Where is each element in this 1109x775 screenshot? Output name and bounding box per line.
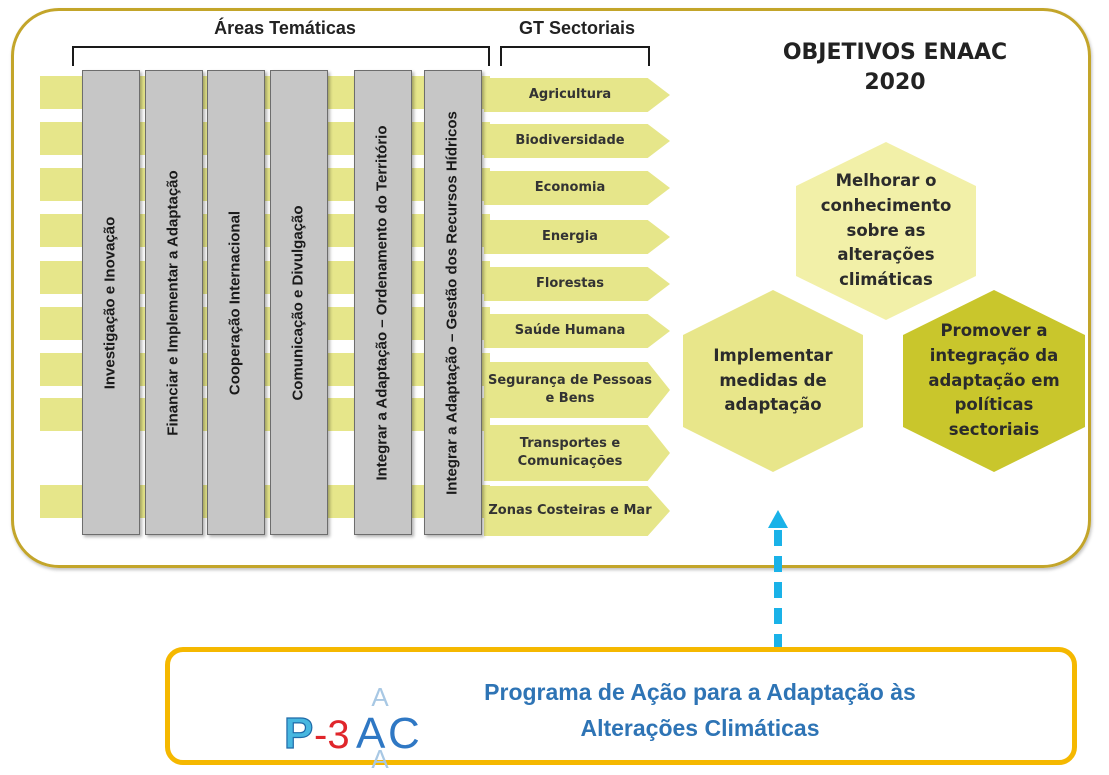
gt-sectorial-label: Zonas Costeiras e Mar (488, 503, 652, 519)
area-tematica-label: Integrar a Adaptação – Gestão dos Recurs… (443, 110, 461, 495)
gt-sectorial-item: Segurança de Pessoas e Bens (484, 362, 670, 418)
gt-sectoriais-header: GT Sectoriais (518, 18, 636, 38)
gt-sectorial-label: Energia (542, 229, 598, 245)
gt-sectorial-item: Florestas (484, 267, 670, 301)
objetivo-hexagon: Promover a integração da adaptação em po… (903, 290, 1085, 472)
area-tematica-label: Integrar a Adaptação – Ordenamento do Te… (373, 124, 391, 481)
gt-sectorial-item: Economia (484, 171, 670, 205)
area-tematica-pillar: Comunicação e Divulgação (270, 70, 328, 535)
svg-text:A: A (371, 744, 389, 770)
enaac-frame (11, 8, 1091, 568)
gt-bracket (500, 46, 650, 66)
dashed-connector (774, 530, 782, 650)
gt-sectorial-label: Agricultura (528, 87, 612, 103)
area-tematica-pillar: Integrar a Adaptação – Gestão dos Recurs… (424, 70, 482, 535)
svg-text:-3: -3 (314, 713, 350, 757)
area-tematica-label: Investigação e Inovação (101, 216, 119, 389)
objetivo-promover: Promover a integração da adaptação em po… (928, 321, 1060, 440)
gt-sectorial-label: Economia (534, 180, 606, 196)
areas-bracket (72, 46, 490, 66)
gt-sectorial-label: Transportes e Comunicações (517, 436, 623, 469)
area-tematica-pillar: Investigação e Inovação (82, 70, 140, 535)
gt-sectorial-label: Saúde Humana (514, 323, 626, 339)
objetivo-hexagon: Melhorar o conhecimento sobre as alteraç… (796, 142, 976, 320)
hexagon-shape (796, 142, 976, 320)
gt-sectorial-item: Energia (484, 220, 670, 254)
area-tematica-pillar: Integrar a Adaptação – Ordenamento do Te… (354, 70, 412, 535)
hexagon-shape (683, 290, 863, 472)
gt-sectorial-item: Agricultura (484, 78, 670, 112)
objetivos-title: OBJETIVOS ENAAC 2020 (782, 40, 1008, 95)
gt-sectorial-label: Florestas (536, 276, 604, 292)
svg-text:A: A (356, 709, 386, 758)
area-tematica-label: Comunicação e Divulgação (289, 204, 307, 401)
objetivo-conhecimento: Melhorar o conhecimento sobre as alteraç… (820, 171, 952, 290)
programa-title: Programa de Ação para a Adaptação às Alt… (484, 679, 916, 741)
p3ac-logo-icon: A A P -3 A C (283, 682, 420, 774)
p3ac-logo: A A P -3 A C (282, 680, 432, 774)
gt-sectorial-item: Saúde Humana (484, 314, 670, 348)
gt-sectorial-label: Biodiversidade (515, 133, 625, 149)
area-tematica-label: Cooperação Internacional (226, 210, 244, 395)
area-tematica-label: Financiar e Implementar a Adaptação (164, 169, 182, 436)
gt-sectorial-item: Biodiversidade (484, 124, 670, 158)
programa-box (165, 647, 1077, 765)
svg-text:A: A (371, 682, 389, 712)
gt-sectorial-item: Zonas Costeiras e Mar (484, 486, 670, 536)
hexagon-shape (903, 290, 1085, 472)
gt-sectorial-label: Segurança de Pessoas e Bens (487, 373, 653, 406)
area-tematica-pillar: Cooperação Internacional (207, 70, 265, 535)
gt-sectorial-item: Transportes e Comunicações (484, 425, 670, 481)
objetivo-implementar: Implementar medidas de adaptação (713, 345, 833, 415)
area-tematica-pillar: Financiar e Implementar a Adaptação (145, 70, 203, 535)
svg-text:C: C (388, 709, 420, 758)
svg-text:P: P (284, 709, 313, 758)
objetivo-hexagon: Implementar medidas de adaptação (683, 290, 863, 472)
areas-tematicas-header: Áreas Temáticas (214, 18, 356, 38)
arrow-up-icon (768, 510, 788, 528)
